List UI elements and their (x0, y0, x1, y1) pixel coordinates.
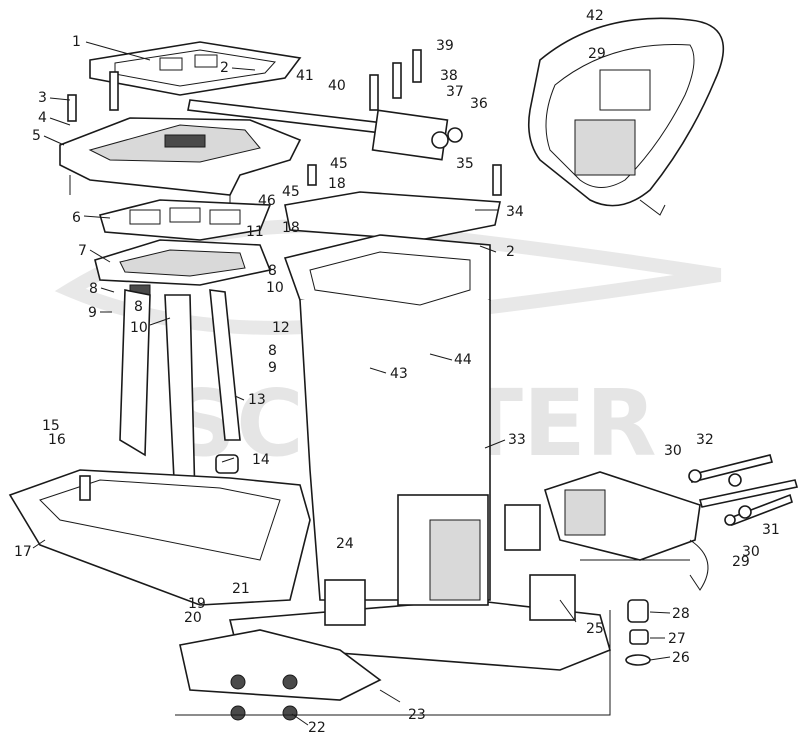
callout-8: 8 (268, 263, 277, 279)
adapter-plate-7 (94, 239, 272, 298)
callout-45: 45 (282, 184, 300, 200)
callout-39: 39 (436, 38, 454, 54)
callout-33: 33 (508, 432, 526, 448)
callout-14: 14 (252, 452, 270, 468)
callout-21: 21 (232, 581, 250, 597)
callout-26: 26 (672, 650, 690, 666)
callout-40: 40 (328, 78, 346, 94)
callout-8: 8 (134, 299, 143, 315)
callout-35: 35 (456, 156, 474, 172)
callout-12: 12 (272, 320, 290, 336)
callout-34: 34 (506, 204, 524, 220)
callout-15: 15 (42, 418, 60, 434)
callout-5: 5 (32, 128, 41, 144)
callout-9: 9 (88, 305, 97, 321)
cowling-inset (527, 17, 725, 216)
callout-31: 31 (762, 522, 780, 538)
midsection-tubes (119, 289, 241, 501)
callout-37: 37 (446, 84, 464, 100)
callout-44: 44 (454, 352, 472, 368)
callout-30: 30 (742, 544, 760, 560)
callout-3: 3 (38, 90, 47, 106)
callout-46: 46 (258, 193, 276, 209)
callout-28: 28 (672, 606, 690, 622)
clamp-bracket (544, 471, 709, 666)
gasket-6 (98, 199, 272, 241)
callout-38: 38 (440, 68, 458, 84)
leader-lines (32, 41, 671, 726)
callout-10: 10 (266, 280, 284, 296)
callout-9: 9 (268, 360, 277, 376)
callout-36: 36 (470, 96, 488, 112)
callout-6: 6 (72, 210, 81, 226)
callout-10: 10 (130, 320, 148, 336)
callout-32: 32 (696, 432, 714, 448)
callout-43: 43 (390, 366, 408, 382)
callout-11: 11 (246, 224, 264, 240)
callout-16: 16 (48, 432, 66, 448)
upper-mount-housing (59, 117, 302, 210)
callout-42: 42 (586, 8, 604, 24)
callout-18: 18 (282, 220, 300, 236)
callout-7: 7 (78, 243, 87, 259)
bracket-bolts (688, 454, 799, 527)
callout-17: 17 (14, 544, 32, 560)
callout-4: 4 (38, 110, 47, 126)
callout-19: 19 (188, 596, 206, 612)
callout-18: 18 (328, 176, 346, 192)
callout-labels: 1 2 3 4 5 6 7 8 8 8 8 9 9 10 10 11 12 13… (14, 8, 780, 736)
callout-30: 30 (664, 443, 682, 459)
assembly-lines (175, 559, 690, 716)
callout-20: 20 (184, 610, 202, 626)
callout-13: 13 (248, 392, 266, 408)
top-gasket-plate (89, 41, 302, 96)
steering-shaft (187, 99, 463, 161)
callout-2: 2 (506, 244, 515, 260)
callout-45: 45 (330, 156, 348, 172)
callout-8: 8 (89, 281, 98, 297)
callout-27: 27 (668, 631, 686, 647)
callout-24: 24 (336, 536, 354, 552)
lower-unit (179, 494, 611, 721)
callout-1: 1 (72, 34, 81, 50)
lower-cowl-pan (8, 469, 311, 606)
callout-22: 22 (308, 720, 326, 736)
callout-23: 23 (408, 707, 426, 723)
callout-2: 2 (220, 60, 229, 76)
callout-41: 41 (296, 68, 314, 84)
bolts-top (67, 49, 502, 196)
callout-29: 29 (588, 46, 606, 62)
callout-29: 29 (732, 554, 750, 570)
callout-25: 25 (586, 621, 604, 637)
callout-8: 8 (268, 343, 277, 359)
